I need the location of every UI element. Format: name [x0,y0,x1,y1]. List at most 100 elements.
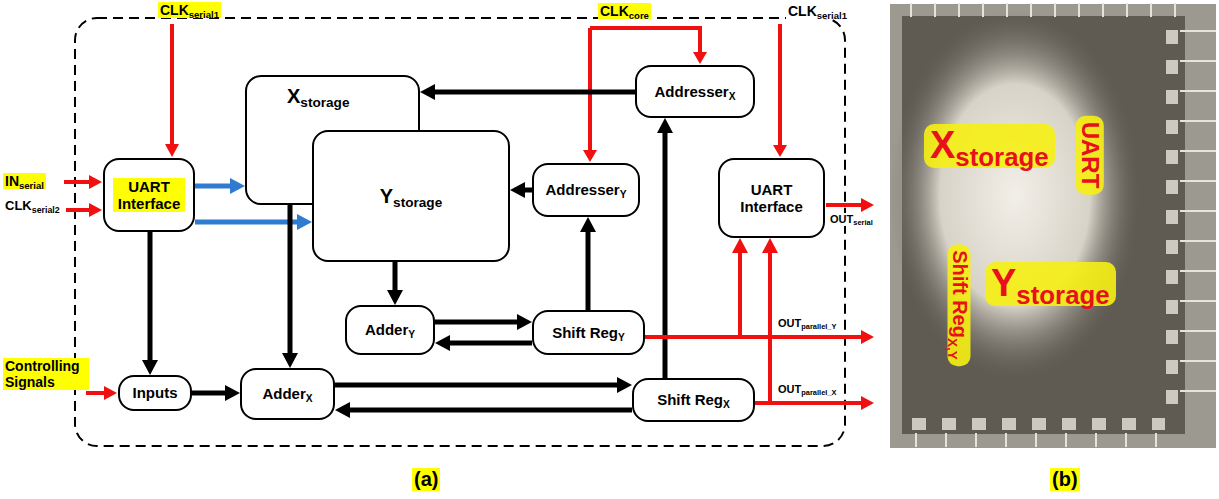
arrowhead [297,214,312,230]
chip-boundary [75,18,845,446]
arrowhead [762,238,778,253]
output-signal: OUTparallel_Y [776,317,839,330]
arrowhead [861,198,874,212]
node-label: UART Interface [728,181,815,216]
connector-arrow [142,232,158,375]
clock-wire [588,28,592,150]
clock-wire [590,28,700,52]
data-connector [195,214,312,230]
photo-label: Ystorage [985,262,1116,306]
connector-line [148,232,153,361]
arrowhead [435,335,450,351]
arrowhead [104,386,117,400]
bond-wires [915,433,1170,447]
addresser-box: AddresserX [635,65,755,118]
arrowhead [420,84,435,100]
register-box: Shift RegX [632,378,755,422]
node-label: Shift RegX [657,391,730,408]
clock-signal: CLKcore [598,3,651,19]
signal-connector [755,238,778,403]
register-box: Shift RegY [532,310,645,355]
node-label: AdderY [365,321,415,338]
connector-arrow [335,377,632,393]
connector-arrow [387,262,403,305]
connector-line [449,341,532,346]
connector-line [434,90,635,95]
arrowhead [861,330,874,344]
signal-arrowheads [89,52,874,410]
adder-box: AdderX [240,368,335,420]
connector-line [288,205,293,354]
connector-line [192,391,226,396]
output-wire [826,203,861,207]
arrowhead [335,402,350,418]
arrowhead [282,353,298,368]
connector-arrow [335,402,632,418]
connector-line [645,252,740,337]
connector-arrow [282,205,298,368]
clock-signal: CLKserial1 [786,3,849,19]
interface-box: UART Interface [103,158,195,232]
photo-label: Shift RegX,Y [948,244,971,366]
connector-arrow [420,84,635,100]
memory-box: Ystorage [312,130,510,262]
connector-arrow [192,385,240,401]
arrowhead [773,145,787,157]
bond-wires [1180,30,1216,420]
connector-arrow [510,182,532,198]
addresser-box: AddresserY [532,163,640,217]
bond-pads [912,418,1165,430]
connector-line [349,408,632,413]
bond-pads [1166,30,1178,415]
photo-label: UART [1076,116,1104,195]
signal-wires [64,24,861,403]
input-wire [64,180,89,184]
arrowhead [517,314,532,330]
node-label: UART Interface [113,178,185,213]
node-label: AdderX [262,385,312,402]
control-wire [86,391,104,395]
control-signal: Controlling Signals [3,358,89,390]
arrowhead [861,396,874,410]
input-signal: INserial [3,173,46,189]
wire-glow [890,10,1140,380]
node-label: Ystorage [380,185,442,208]
node-label: AddresserX [655,83,736,100]
chip-photo [890,4,1216,448]
clock-signal: CLKserial2 [3,199,62,214]
arrowhead [225,385,240,401]
output-signal: OUTparallel_X [776,383,839,396]
arrowhead [510,182,525,198]
arrowhead [165,144,179,157]
connector-arrow [435,335,532,351]
output-signal: OUTserial [828,213,875,226]
node-label: AddresserY [546,181,627,198]
data-connector [195,178,245,194]
connector-line [195,220,298,225]
arrowhead [583,150,597,162]
connector-line [524,188,532,193]
bond-wires [910,3,1180,17]
connector-line [195,184,231,189]
connector-line [586,231,591,310]
clock-wire [778,24,782,145]
node-label: Xstorage [287,85,349,108]
panel-tag: (a) [412,468,440,491]
arrowhead [142,360,158,375]
connector-line [393,262,398,291]
interface-box: UART Interface [718,158,825,238]
arrowhead [89,175,102,189]
connector-line [435,320,518,325]
node-label: Shift RegY [552,324,625,341]
node-label: Inputs [133,384,178,401]
connector-line [663,132,668,378]
arrowhead [617,377,632,393]
output-wire [770,401,861,405]
arrowhead [657,118,673,133]
signal-connector [645,238,748,337]
output-wire [740,335,861,339]
photo-label: Xstorage [924,124,1055,168]
